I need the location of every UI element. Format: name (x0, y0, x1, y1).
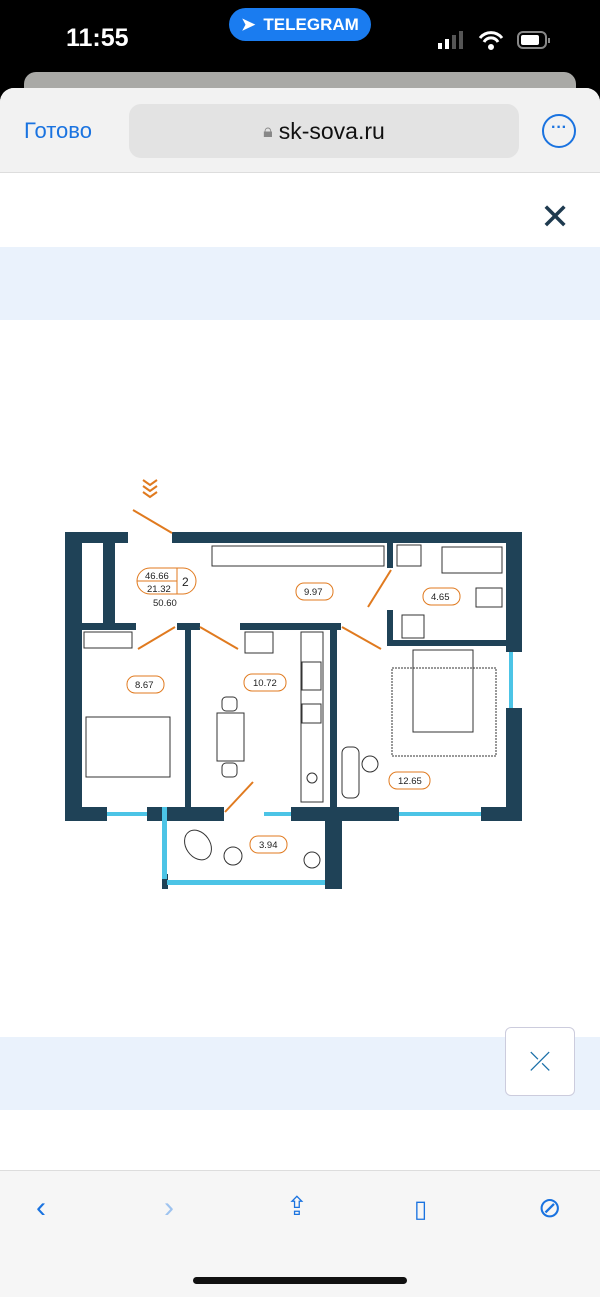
back-to-telegram-button[interactable]: ➤TELEGRAM (229, 8, 371, 41)
forward-icon[interactable]: › (164, 1191, 174, 1224)
windows (107, 652, 513, 885)
telegram-icon: ➤ (241, 14, 256, 34)
close-icon[interactable]: ✕ (540, 196, 571, 237)
battery-icon (517, 31, 550, 49)
room-area-hall: 9.97 (304, 587, 323, 598)
top-band (0, 247, 600, 320)
home-indicator (193, 1277, 407, 1284)
area-summary: 46.66 21.32 2 50.60 (136, 567, 197, 609)
signal-icon (438, 31, 463, 49)
compass-icon[interactable]: ⊘ (538, 1192, 562, 1223)
walls (65, 532, 522, 889)
overall-area: 50.60 (153, 598, 177, 609)
done-button[interactable]: Готово (24, 118, 92, 143)
room-area-balcony: 3.94 (259, 840, 278, 851)
living-area: 21.32 (147, 584, 171, 595)
bottom-band (0, 1037, 600, 1110)
collapse-arrows-icon[interactable]: ⤫ (505, 1027, 575, 1096)
lock-icon: 🔒︎ (263, 120, 273, 141)
room-area-bath: 4.65 (431, 592, 450, 603)
door-swings (132, 479, 392, 813)
room-pills (126, 582, 461, 854)
in-app-browser: Готово 🔒︎sk-sova.ru ··· ✕ 46.66 21.32 2 (0, 88, 600, 1297)
url-bar[interactable]: 🔒︎sk-sova.ru (129, 104, 519, 158)
wifi-icon (478, 31, 504, 50)
browser-toolbar: ‹ › ⇪ ▯ ⊘ (0, 1170, 600, 1297)
rooms-count: 2 (182, 575, 189, 589)
back-icon[interactable]: ‹ (36, 1191, 46, 1224)
ellipsis-circle-icon[interactable]: ··· (542, 114, 576, 148)
room-area-kitchen: 10.72 (253, 678, 277, 689)
share-icon[interactable]: ⇪ (286, 1191, 308, 1221)
clock: 11:55 (66, 24, 129, 52)
bookmarks-icon[interactable]: ▯ (414, 1196, 428, 1223)
room-area-bedroom-large: 12.65 (398, 776, 422, 787)
furniture (83, 544, 503, 869)
browser-header: Готово 🔒︎sk-sova.ru ··· (0, 88, 600, 173)
room-area-bedroom-small: 8.67 (135, 680, 154, 691)
total-area: 46.66 (145, 571, 169, 582)
floor-plan: 46.66 21.32 2 50.60 9.97 4.65 8.67 10.72… (65, 479, 522, 889)
status-icons (438, 31, 550, 50)
